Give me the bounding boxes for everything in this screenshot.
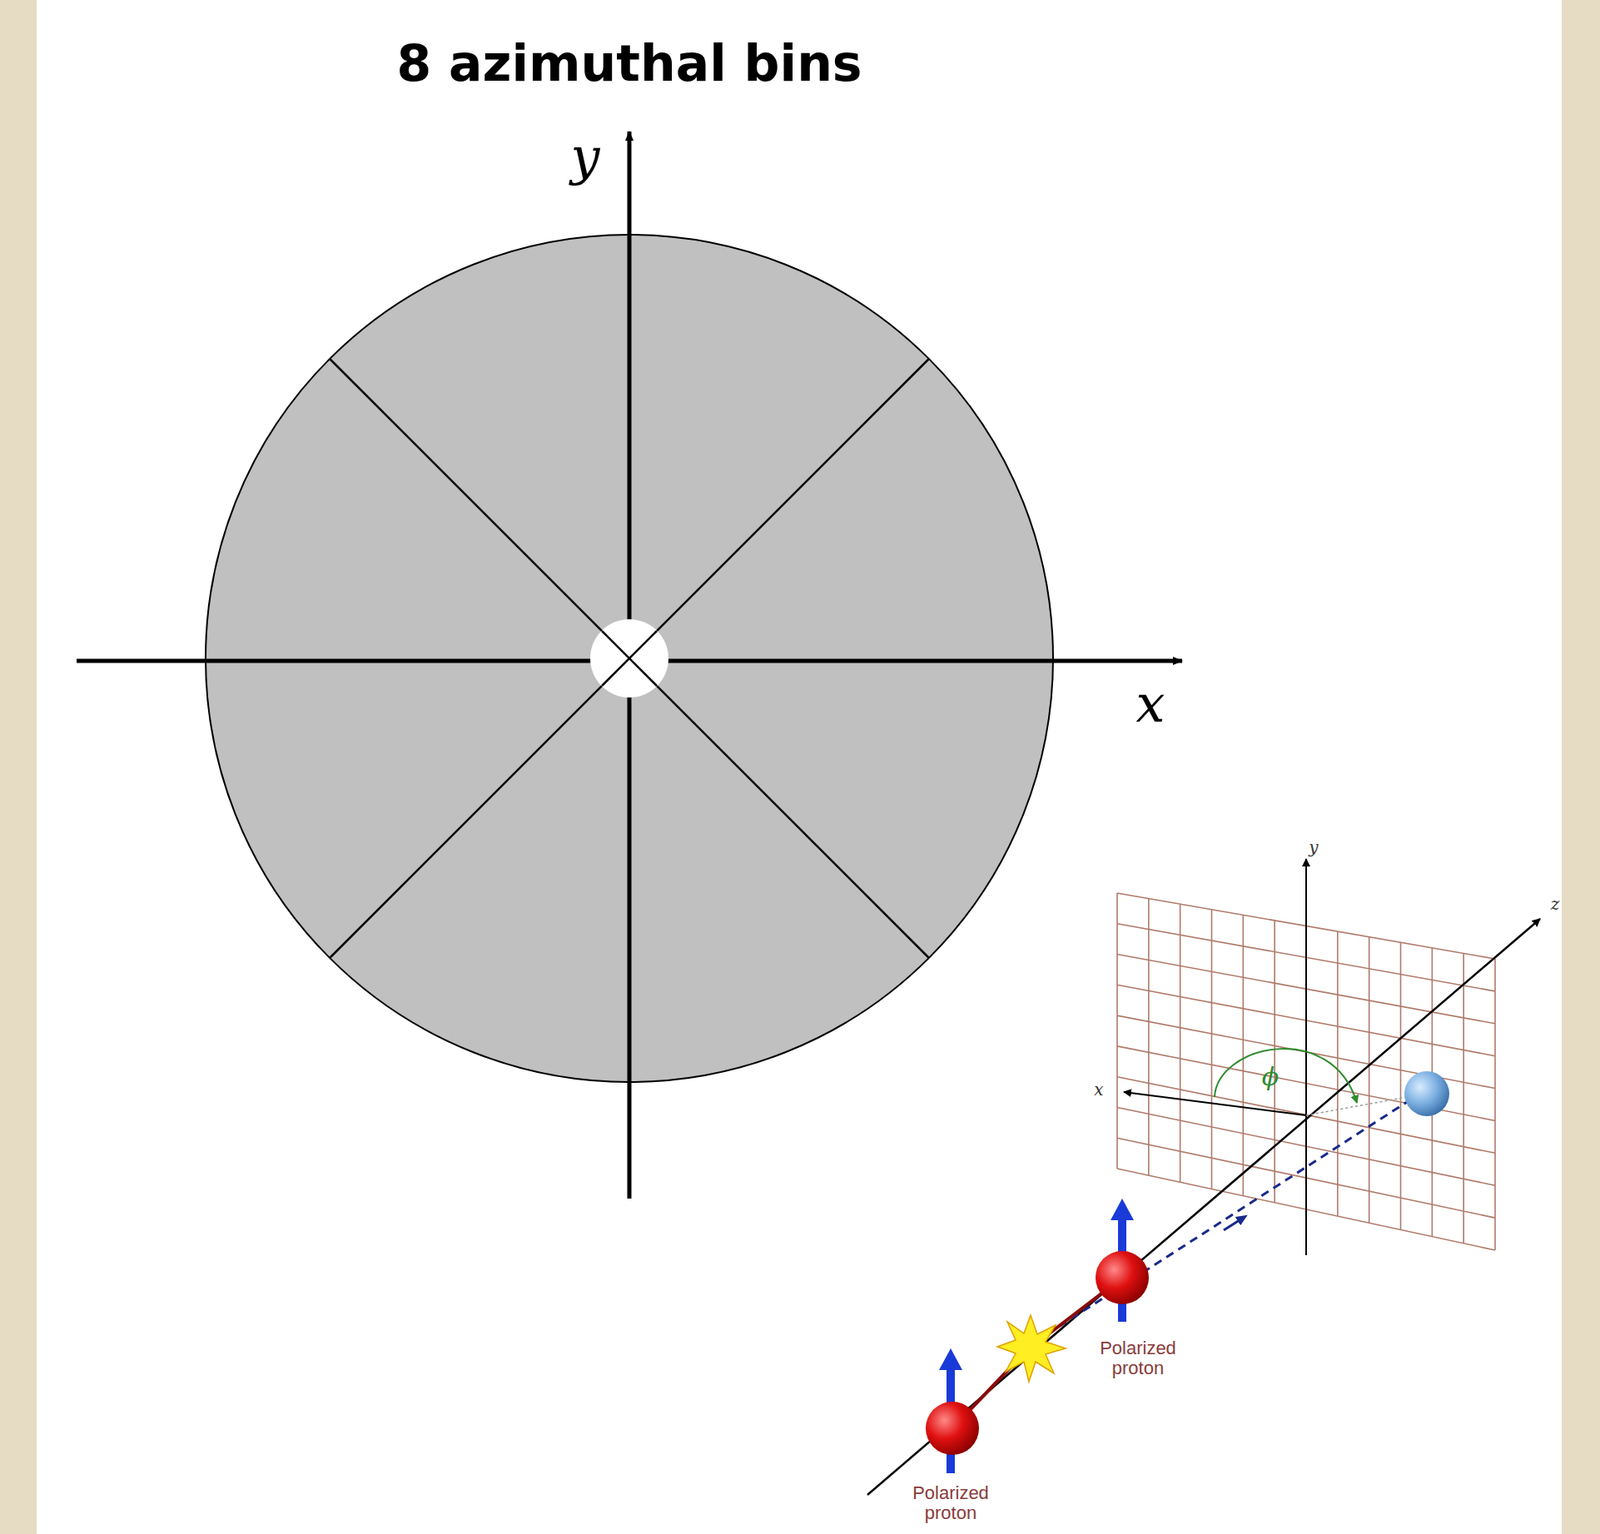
diagram-title: 8 azimuthal bins	[396, 35, 862, 91]
particle-label: Polarized proton	[900, 1483, 1001, 1524]
axis-label: z	[1550, 894, 1561, 914]
axis-label: x	[1093, 1080, 1104, 1099]
axis-label: y	[570, 128, 600, 185]
collision-inset	[867, 859, 1541, 1496]
axis-label: x	[1136, 675, 1166, 733]
axis-label: y	[1308, 838, 1318, 857]
angle-label: ϕ	[1262, 1063, 1279, 1091]
particle-label: Polarized proton	[1088, 1338, 1188, 1379]
azimuthal-disc	[76, 131, 1183, 1199]
